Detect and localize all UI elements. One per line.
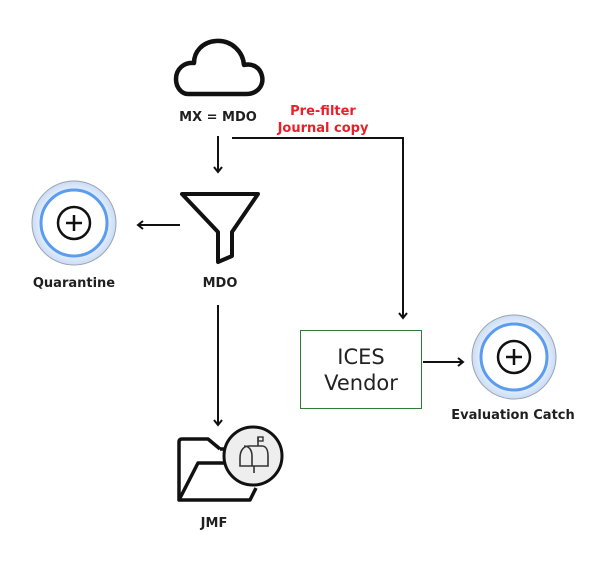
evaluation-label: Evaluation Catch bbox=[451, 408, 575, 423]
quarantine-label: Quarantine bbox=[32, 276, 116, 291]
folder-mailbox-icon bbox=[177, 425, 284, 502]
funnel-icon bbox=[180, 192, 260, 264]
quarantine-add-circle-icon bbox=[31, 180, 117, 266]
source-label: MX = MDO bbox=[179, 110, 257, 125]
filter-label: MDO bbox=[202, 276, 238, 291]
journal-annotation-line2: Journal copy bbox=[277, 121, 369, 136]
ices-line2: Vendor bbox=[324, 370, 398, 395]
ices-line1: ICES bbox=[337, 344, 385, 369]
ices-vendor-box: ICES Vendor bbox=[300, 330, 422, 409]
jmf-label: JMF bbox=[200, 516, 228, 531]
cloud-icon bbox=[173, 38, 265, 97]
edge-journal-to-ices bbox=[232, 137, 408, 320]
evaluation-add-circle-icon bbox=[471, 314, 557, 400]
journal-annotation-line1: Pre-filter bbox=[290, 104, 356, 119]
journal-annotation: Pre-filter Journal copy bbox=[278, 103, 369, 137]
